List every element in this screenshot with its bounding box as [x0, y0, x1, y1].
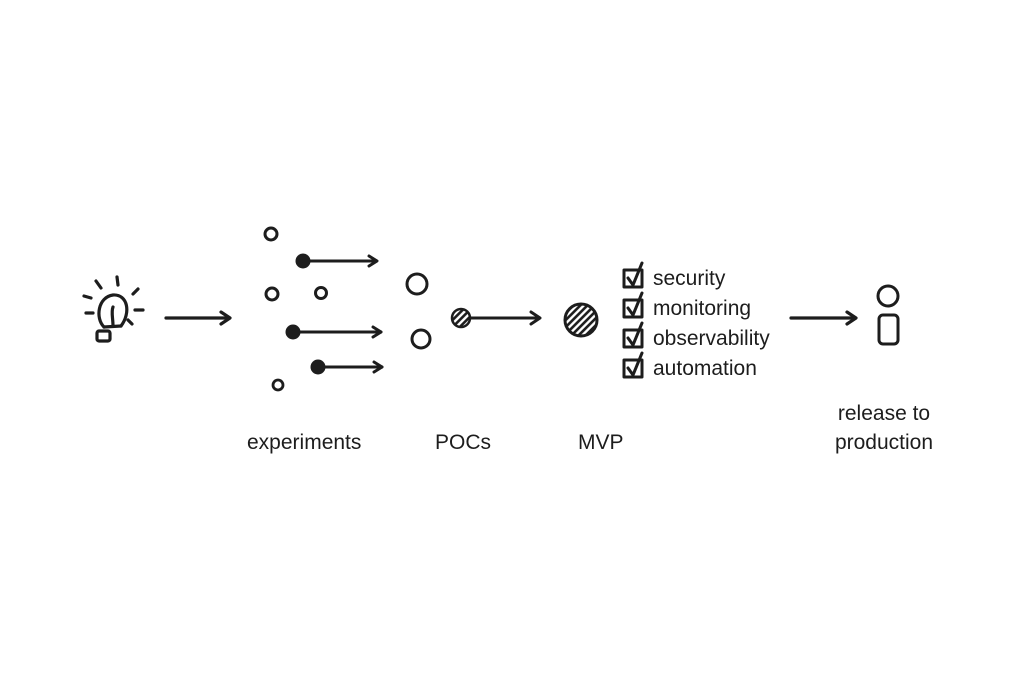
checklist-item-automation: automation — [653, 357, 757, 380]
stage-label-mvp: MVP — [578, 431, 624, 454]
checklist-item-observability: observability — [653, 327, 770, 350]
experiment-arrow — [285, 324, 383, 340]
experiment-circle — [271, 378, 285, 392]
poc-circle — [410, 328, 432, 350]
stage-label-experiments: experiments — [247, 431, 362, 454]
lightbulb-icon — [82, 275, 145, 343]
arrow-to-release — [789, 310, 858, 326]
experiment-arrow — [310, 359, 384, 375]
checklist-boxes — [622, 261, 644, 379]
checkbox-icon — [622, 291, 644, 319]
pocs-cluster — [405, 272, 432, 350]
poc-to-mvp-arrow — [450, 307, 542, 329]
stage-label-release-line2: production — [834, 431, 934, 454]
experiment-arrow — [295, 253, 379, 269]
poc-circle — [405, 272, 429, 296]
person-icon — [876, 284, 900, 346]
stage-label-pocs: POCs — [435, 431, 492, 454]
stage-label-release-line1: release to — [837, 402, 931, 425]
checklist-item-monitoring: monitoring — [653, 297, 752, 320]
experiment-circle — [264, 286, 280, 302]
experiment-circle — [314, 286, 328, 300]
checkbox-icon — [622, 351, 644, 379]
checkbox-icon — [622, 261, 644, 289]
mvp-circle — [563, 302, 599, 338]
arrow-1 — [164, 310, 232, 326]
checklist-item-security: security — [653, 267, 726, 290]
experiments-cluster — [263, 226, 384, 392]
experiment-circle — [263, 226, 279, 242]
checkbox-icon — [622, 321, 644, 349]
